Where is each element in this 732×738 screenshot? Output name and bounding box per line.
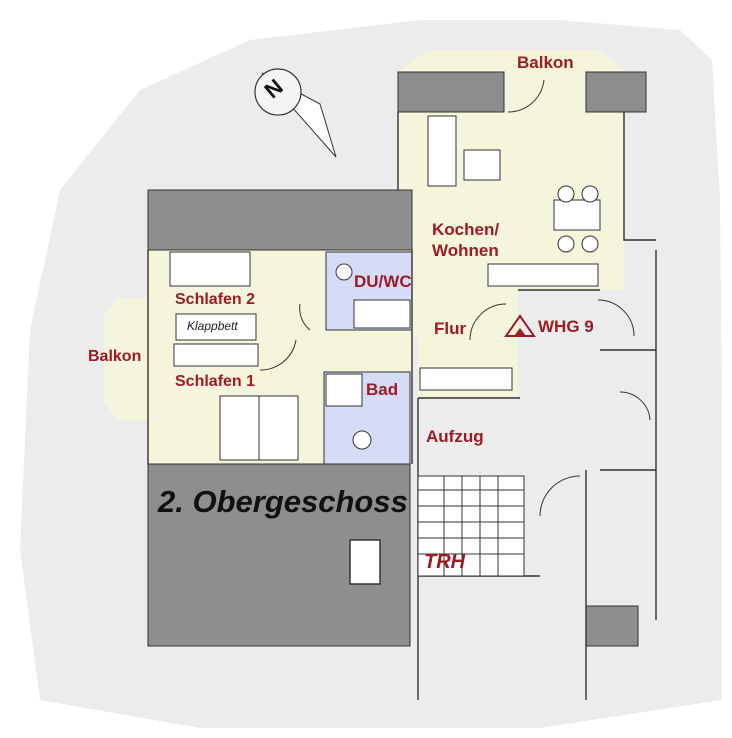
- staircase: [417, 475, 525, 577]
- shower-duwc: [353, 299, 411, 329]
- apartment-marker-icon: [504, 314, 536, 337]
- elevator-shaft: [419, 367, 513, 391]
- roof-window: [349, 539, 381, 585]
- toilet-bad: [352, 430, 372, 450]
- kitchen-counter: [487, 263, 599, 287]
- north-arrow-icon: [254, 68, 337, 158]
- label-du-wc: DU/WC: [354, 272, 412, 291]
- toilet-duwc: [335, 263, 353, 281]
- klappbett-frame: [175, 313, 257, 341]
- bathtub-bad: [325, 373, 363, 407]
- wardrobe: [173, 343, 259, 367]
- floor-title: 2. Obergeschoss: [158, 484, 408, 519]
- sofa: [427, 115, 457, 187]
- label-schlafen-2: Schlafen 2: [175, 291, 256, 308]
- label-balkon-left: Balkon: [88, 348, 142, 365]
- label-bad: Bad: [366, 380, 399, 399]
- label-trh: TRH: [424, 551, 466, 573]
- label-whg: WHG 9: [538, 317, 594, 336]
- label-kochen-line2: Wohnen: [432, 241, 499, 260]
- label-kochen-line1: Kochen/: [432, 220, 500, 239]
- label-balkon-top: Balkon: [517, 53, 574, 72]
- label-aufzug: Aufzug: [426, 427, 484, 446]
- dining-table: [553, 199, 601, 231]
- label-flur: Flur: [434, 319, 467, 338]
- doors: [259, 79, 651, 517]
- walls: [147, 71, 647, 647]
- coffee-table: [463, 149, 501, 181]
- bed-schlafen-2: [169, 251, 251, 287]
- label-schlafen-1: Schlafen 1: [175, 373, 256, 390]
- furniture: [169, 115, 601, 461]
- wall-outlines: [147, 112, 657, 700]
- label-klappbett: Klappbett: [187, 319, 238, 333]
